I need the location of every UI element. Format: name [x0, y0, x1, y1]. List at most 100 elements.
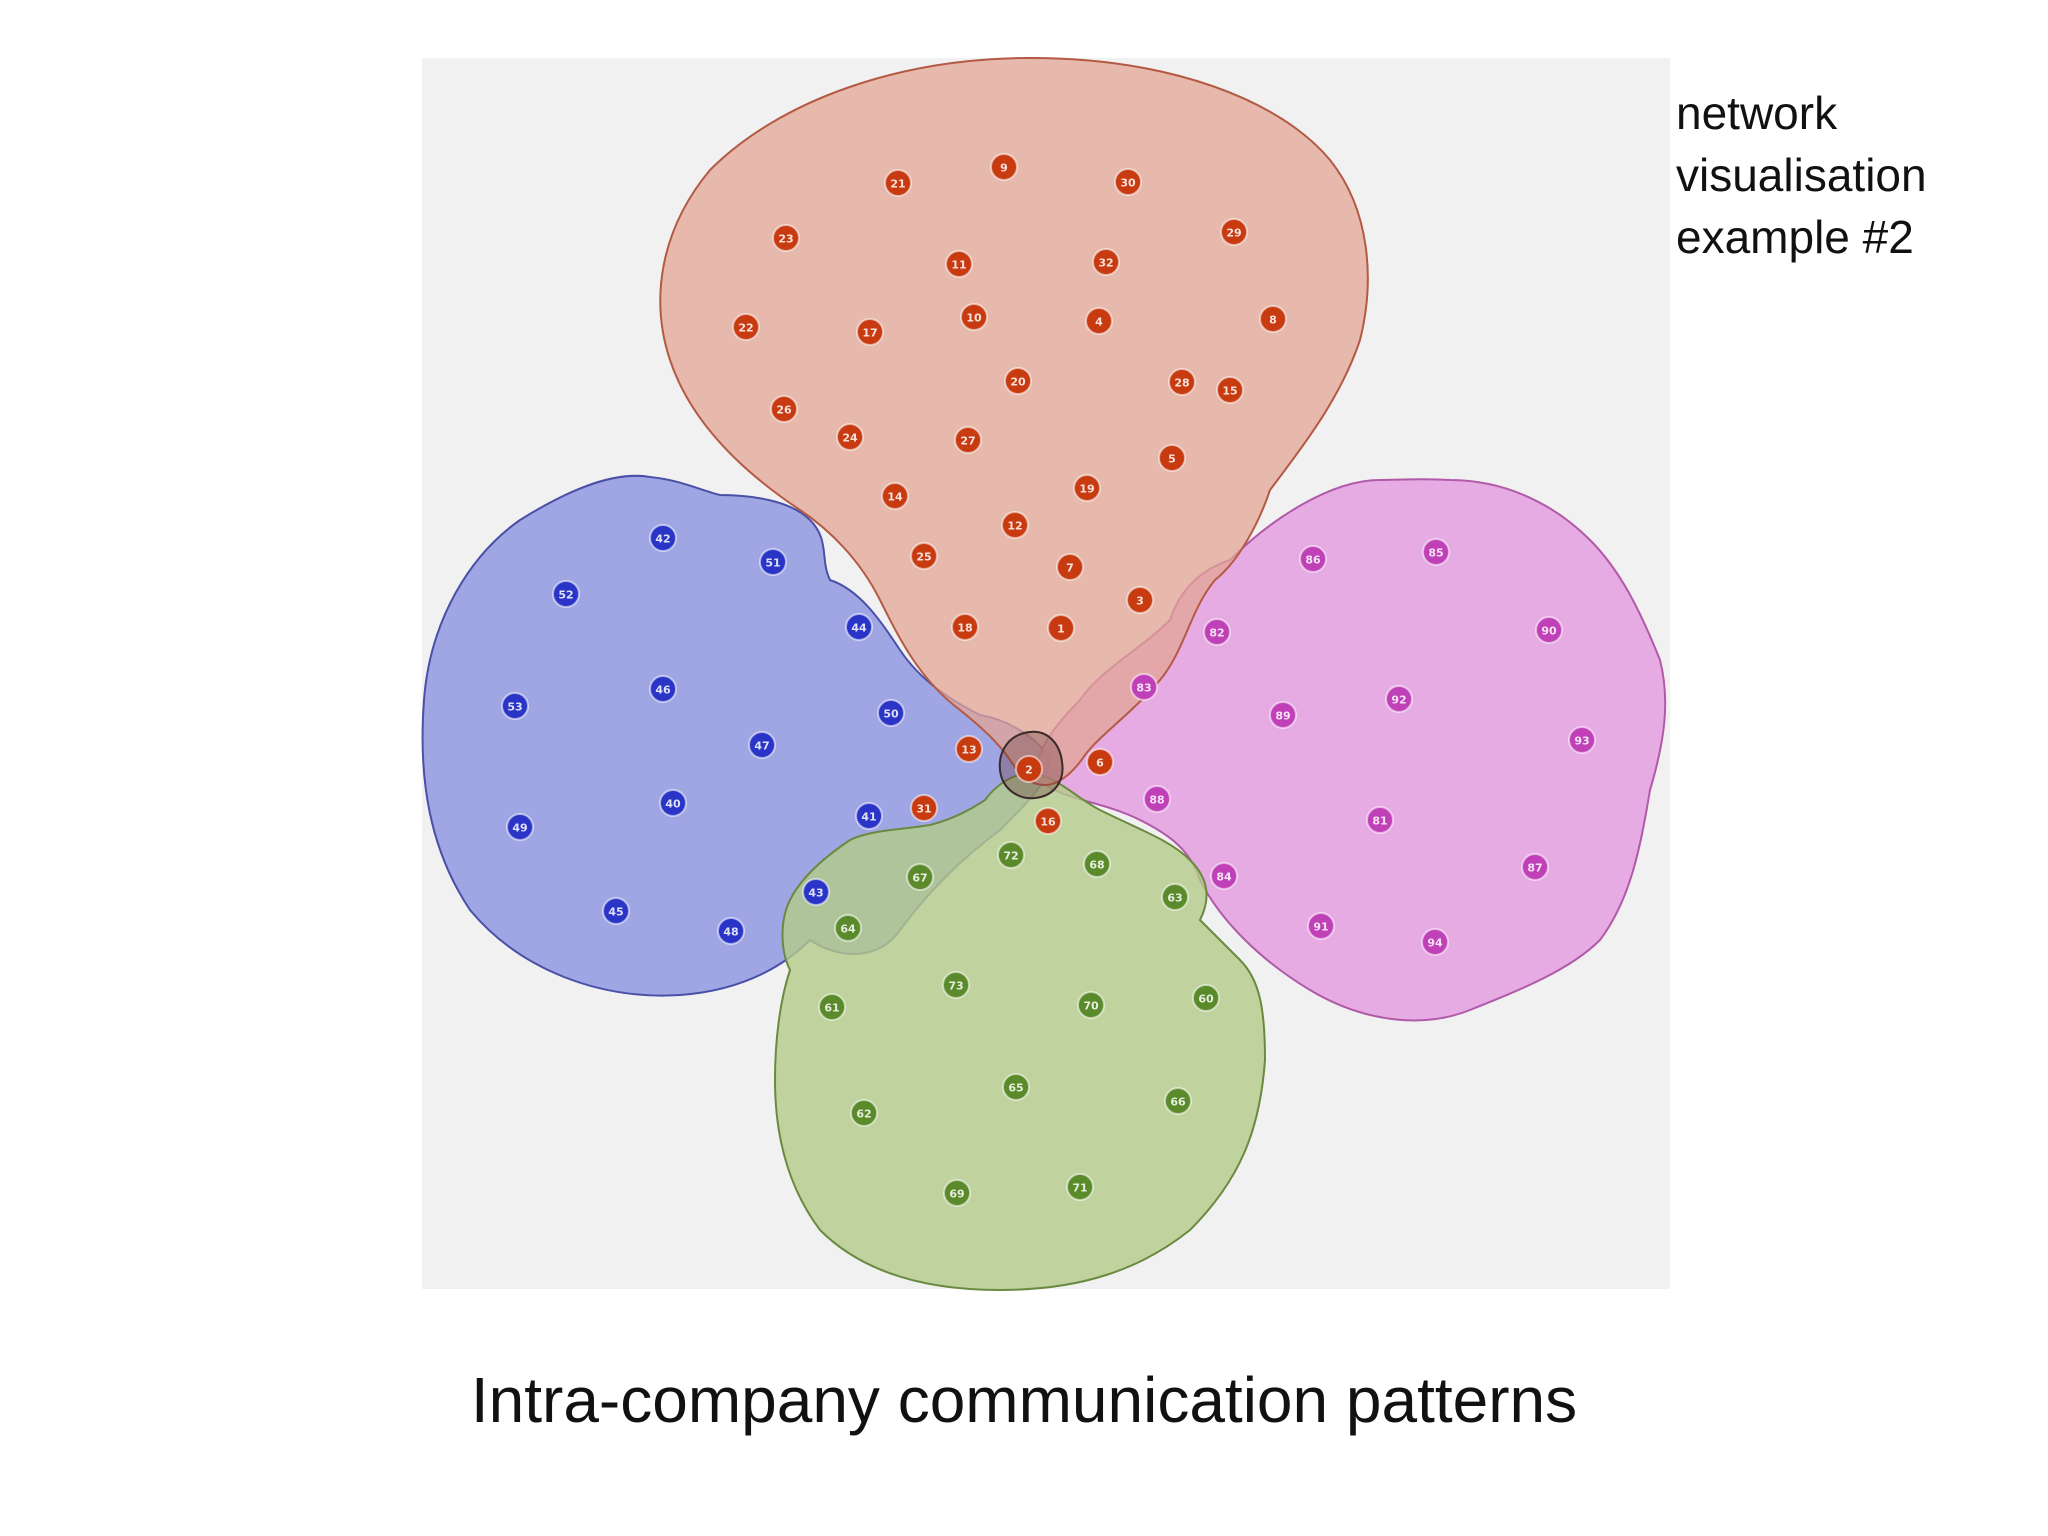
node-label: 42 — [655, 533, 670, 546]
node-3: 3 — [1126, 586, 1154, 614]
node-circle — [501, 692, 529, 720]
node-19: 19 — [1073, 474, 1101, 502]
node-label: 88 — [1149, 794, 1164, 807]
node-label: 47 — [754, 740, 769, 753]
node-93: 93 — [1568, 726, 1596, 754]
node-32: 32 — [1092, 248, 1120, 276]
side-note: network visualisation example #2 — [1676, 82, 2036, 268]
node-label: 29 — [1226, 227, 1241, 240]
node-label: 1 — [1057, 623, 1065, 636]
hull-red — [659, 56, 1369, 787]
node-circle — [717, 917, 745, 945]
node-circle — [1077, 991, 1105, 1019]
node-circle — [1203, 618, 1231, 646]
node-45: 45 — [602, 897, 630, 925]
node-label: 5 — [1168, 453, 1176, 466]
node-circle — [1004, 367, 1032, 395]
node-circle — [1085, 307, 1113, 335]
node-43: 43 — [802, 878, 830, 906]
node-label: 25 — [916, 551, 931, 564]
node-label: 32 — [1098, 257, 1113, 270]
node-12: 12 — [1001, 511, 1029, 539]
node-circle — [906, 863, 934, 891]
node-13: 13 — [955, 735, 983, 763]
node-label: 8 — [1269, 314, 1277, 327]
node-25: 25 — [910, 542, 938, 570]
node-circle — [850, 1099, 878, 1127]
node-circle — [1056, 553, 1084, 581]
node-circle — [990, 153, 1018, 181]
node-circle — [1015, 755, 1043, 783]
node-label: 70 — [1083, 1000, 1099, 1013]
node-circle — [1066, 1173, 1094, 1201]
node-label: 93 — [1574, 735, 1589, 748]
node-label: 49 — [512, 822, 527, 835]
node-label: 86 — [1305, 554, 1321, 567]
node-label: 12 — [1007, 520, 1022, 533]
node-circle — [856, 318, 884, 346]
node-circle — [659, 789, 687, 817]
node-label: 41 — [861, 811, 876, 824]
node-circle — [1083, 850, 1111, 878]
node-87: 87 — [1521, 853, 1549, 881]
node-label: 81 — [1372, 815, 1387, 828]
side-note-line-1: network — [1676, 87, 1838, 139]
node-circle — [951, 613, 979, 641]
node-18: 18 — [951, 613, 979, 641]
node-label: 68 — [1089, 859, 1104, 872]
node-83: 83 — [1130, 673, 1158, 701]
node-label: 85 — [1428, 547, 1443, 560]
node-circle — [1366, 806, 1394, 834]
node-circle — [1269, 701, 1297, 729]
node-86: 86 — [1299, 545, 1327, 573]
node-40: 40 — [659, 789, 687, 817]
node-circle — [910, 542, 938, 570]
node-label: 9 — [1000, 162, 1008, 175]
node-circle — [818, 993, 846, 1021]
node-label: 20 — [1010, 376, 1026, 389]
node-label: 19 — [1079, 483, 1094, 496]
node-circle — [649, 675, 677, 703]
node-circle — [602, 897, 630, 925]
group-hulls — [421, 56, 1667, 1292]
node-49: 49 — [506, 813, 534, 841]
node-20: 20 — [1004, 367, 1032, 395]
node-circle — [1092, 248, 1120, 276]
node-circle — [945, 250, 973, 278]
node-circle — [942, 971, 970, 999]
node-31: 31 — [910, 794, 938, 822]
node-label: 48 — [723, 926, 738, 939]
node-14: 14 — [881, 482, 909, 510]
node-67: 67 — [906, 863, 934, 891]
node-label: 67 — [912, 872, 927, 885]
node-8: 8 — [1259, 305, 1287, 333]
node-circle — [877, 699, 905, 727]
node-63: 63 — [1161, 883, 1189, 911]
node-60: 60 — [1192, 984, 1220, 1012]
node-82: 82 — [1203, 618, 1231, 646]
node-label: 22 — [738, 322, 753, 335]
node-44: 44 — [845, 613, 873, 641]
node-24: 24 — [836, 423, 864, 451]
node-circle — [1307, 912, 1335, 940]
node-circle — [1126, 586, 1154, 614]
node-circle — [997, 841, 1025, 869]
node-7: 7 — [1056, 553, 1084, 581]
node-11: 11 — [945, 250, 973, 278]
node-label: 46 — [655, 684, 671, 697]
node-label: 4 — [1095, 316, 1103, 329]
node-88: 88 — [1143, 785, 1171, 813]
node-circle — [1521, 853, 1549, 881]
node-circle — [884, 169, 912, 197]
node-label: 26 — [776, 404, 792, 417]
node-22: 22 — [732, 313, 760, 341]
node-label: 44 — [851, 622, 867, 635]
node-circle — [910, 794, 938, 822]
node-label: 30 — [1120, 177, 1136, 190]
node-label: 24 — [842, 432, 858, 445]
node-label: 3 — [1136, 595, 1144, 608]
node-90: 90 — [1535, 616, 1563, 644]
node-circle — [960, 303, 988, 331]
node-circle — [1210, 862, 1238, 890]
node-71: 71 — [1066, 1173, 1094, 1201]
